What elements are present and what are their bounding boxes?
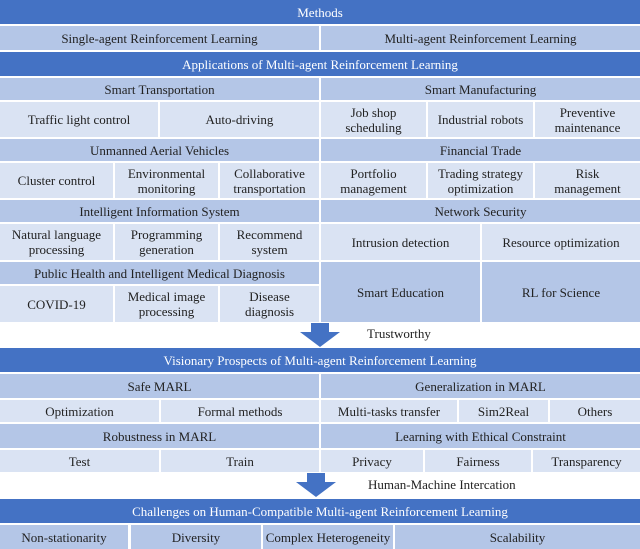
resource-optimization: Resource optimization <box>482 224 640 260</box>
natural-language-processing: Natural language processing <box>0 224 113 260</box>
intrusion-detection: Intrusion detection <box>321 224 480 260</box>
train: Train <box>161 450 319 472</box>
ethical-constraint-header: Learning with Ethical Constraint <box>321 424 640 448</box>
challenges-header: Challenges on Human-Compatible Multi-age… <box>0 499 640 523</box>
others: Others <box>550 400 640 422</box>
industrial-robots: Industrial robots <box>428 102 533 137</box>
portfolio-management: Portfolio management <box>321 163 426 198</box>
down-arrowhead-icon <box>300 332 340 347</box>
fairness: Fairness <box>425 450 531 472</box>
collaborative-transportation: Collaborative transportation <box>220 163 319 198</box>
smart-education: Smart Education <box>321 262 480 322</box>
environmental-monitoring: Environmental monitoring <box>115 163 218 198</box>
traffic-light-control: Traffic light control <box>0 102 158 137</box>
disease-diagnosis: Disease diagnosis <box>220 286 319 322</box>
down-arrow-icon <box>307 473 325 483</box>
rl-for-science: RL for Science <box>482 262 640 322</box>
test: Test <box>0 450 159 472</box>
privacy: Privacy <box>321 450 423 472</box>
job-shop-scheduling: Job shop scheduling <box>321 102 426 137</box>
applications-header: Applications of Multi-agent Reinforcemen… <box>0 52 640 76</box>
transparency: Transparency <box>533 450 640 472</box>
non-stationarity: Non-stationarity <box>0 525 128 549</box>
risk-management: Risk management <box>535 163 640 198</box>
smart-transportation-header: Smart Transportation <box>0 78 319 100</box>
financial-trade-header: Financial Trade <box>321 139 640 161</box>
uav-header: Unmanned Aerial Vehicles <box>0 139 319 161</box>
methods-header: Methods <box>0 0 640 24</box>
prospects-header: Visionary Prospects of Multi-agent Reinf… <box>0 348 640 372</box>
robustness-header: Robustness in MARL <box>0 424 319 448</box>
generalization-header: Generalization in MARL <box>321 374 640 398</box>
public-health-header: Public Health and Intelligent Medical Di… <box>0 262 319 284</box>
auto-driving: Auto-driving <box>160 102 319 137</box>
optimization: Optimization <box>0 400 159 422</box>
multi-agent-rl: Multi-agent Reinforcement Learning <box>321 26 640 50</box>
single-agent-rl: Single-agent Reinforcement Learning <box>0 26 319 50</box>
iis-header: Intelligent Information System <box>0 200 319 222</box>
recommend-system: Recommend system <box>220 224 319 260</box>
diversity: Diversity <box>131 525 261 549</box>
scalability: Scalability <box>395 525 640 549</box>
safe-marl-header: Safe MARL <box>0 374 319 398</box>
formal-methods: Formal methods <box>161 400 319 422</box>
programming-generation: Programming generation <box>115 224 218 260</box>
cluster-control: Cluster control <box>0 163 113 198</box>
multi-tasks-transfer: Multi-tasks transfer <box>321 400 457 422</box>
trading-strategy-optimization: Trading strategy optimization <box>428 163 533 198</box>
preventive-maintenance: Preventive maintenance <box>535 102 640 137</box>
down-arrowhead-icon <box>296 482 336 497</box>
down-arrow-icon <box>311 323 329 333</box>
smart-manufacturing-header: Smart Manufacturing <box>321 78 640 100</box>
sim2real: Sim2Real <box>459 400 548 422</box>
trustworthy-label: Trustworthy <box>367 326 431 341</box>
covid-19: COVID-19 <box>0 286 113 322</box>
medical-image-processing: Medical image processing <box>115 286 218 322</box>
complex-heterogeneity: Complex Heterogeneity <box>263 525 393 549</box>
human-machine-interaction-label: Human-Machine Intercation <box>368 477 516 492</box>
network-security-header: Network Security <box>321 200 640 222</box>
